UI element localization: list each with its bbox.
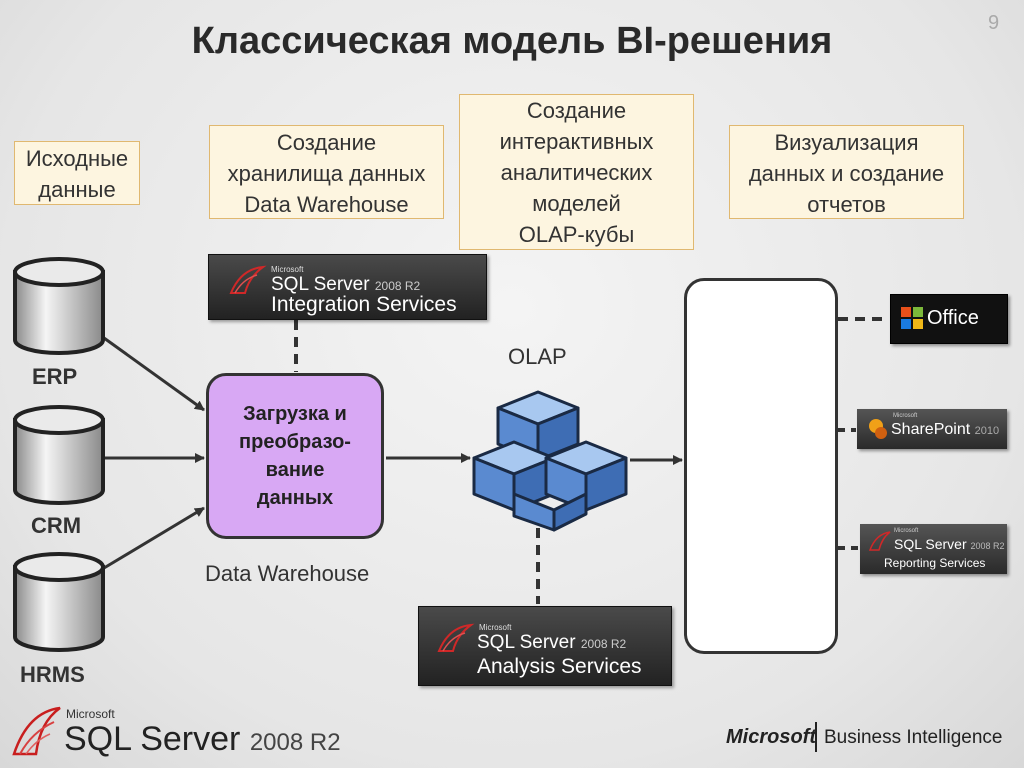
stage-line: данные [38, 177, 116, 202]
footer-microsoft-label: Microsoft [66, 707, 115, 721]
etl-line: данных [256, 487, 334, 509]
stage-line: Создание [276, 130, 377, 155]
stage-line: данных и создание [748, 161, 945, 186]
analysis-services-banner: Microsoft SQL Server 2008 R2 Analysis Se… [418, 606, 672, 686]
sharepoint-badge: Microsoft SharePoint 2010 [857, 409, 1007, 449]
stage-olap-models: Создание интерактивных аналитических мод… [459, 94, 694, 250]
office-logo-icon [901, 307, 923, 329]
hrms-database-icon [13, 552, 105, 652]
microsoft-label: Microsoft [893, 413, 918, 419]
stage-line: аналитических [500, 160, 653, 185]
product-label: SQL Server [271, 274, 370, 295]
product-name: SQL Server 2008 R2 [271, 274, 420, 296]
stage-line: интерактивных [499, 129, 654, 154]
arrow-erp [103, 336, 205, 412]
stage-line: Создание [526, 98, 627, 123]
visualization-panel [684, 278, 838, 654]
sharepoint-label: SharePoint 2010 [891, 421, 999, 439]
integration-services-label: Integration Services [271, 293, 457, 316]
microsoft-label: Microsoft [479, 623, 512, 632]
footer-microsoft-brand: Microsoft [726, 726, 816, 748]
integration-services-banner: Microsoft SQL Server 2008 R2 Integration… [208, 254, 487, 320]
analysis-services-label: Analysis Services [477, 655, 642, 678]
etl-box: Загрузка и преобразо- вание данных [206, 373, 384, 539]
product-version: 2008 R2 [580, 637, 627, 651]
footer-product: SQL Server 2008 R2 [64, 720, 341, 759]
data-warehouse-caption: Data Warehouse [205, 561, 370, 586]
sql-server-logo-icon [437, 623, 475, 652]
sharepoint-version: 2010 [974, 425, 1000, 437]
footer-divider [815, 722, 817, 752]
sql-server-footer-logo-icon [12, 706, 61, 756]
etl-line: вание [265, 459, 325, 481]
crm-database-icon [13, 405, 105, 505]
stage-line: Визуализация [774, 130, 919, 155]
olap-caption: OLAP [508, 344, 567, 369]
stage-line: отчетов [807, 192, 886, 217]
product-name: SQL Server 2008 R2 [894, 536, 1005, 552]
sharepoint-logo-icon [869, 419, 887, 439]
sql-server-logo-icon [868, 531, 891, 551]
etl-line: преобразо- [239, 431, 351, 453]
olap-cube-icon [472, 390, 628, 532]
footer-product-label: SQL Server [64, 720, 241, 758]
stage-line: моделей [532, 191, 621, 216]
product-label: SQL Server [894, 536, 967, 552]
product-label: SQL Server [477, 632, 576, 653]
erp-label: ERP [32, 364, 78, 389]
erp-database-icon [13, 257, 105, 355]
stage-line: хранилища данных [227, 161, 426, 186]
stage-line: Исходные [25, 146, 129, 171]
product-version: 2008 R2 [374, 279, 421, 293]
arrow-hrms [103, 506, 205, 570]
reporting-services-label: Reporting Services [884, 556, 986, 570]
microsoft-label: Microsoft [894, 528, 919, 534]
stage-data-warehouse: Создание хранилища данных Data Warehouse [209, 125, 444, 219]
microsoft-label: Microsoft [271, 265, 304, 274]
stage-visualization: Визуализация данных и создание отчетов [729, 125, 964, 219]
stage-line: OLAP-кубы [518, 222, 635, 247]
footer-business-intelligence: Business Intelligence [824, 727, 1003, 748]
product-version: 2008 R2 [970, 541, 1005, 551]
stage-line: Data Warehouse [244, 192, 409, 217]
etl-line: Загрузка и [243, 403, 347, 425]
sharepoint-product: SharePoint [891, 421, 971, 438]
reporting-services-badge: Microsoft SQL Server 2008 R2 Reporting S… [860, 524, 1007, 574]
hrms-label: HRMS [20, 662, 85, 687]
office-badge: Office [890, 294, 1008, 344]
source-arrows [103, 336, 205, 570]
footer-product-version: 2008 R2 [249, 729, 341, 756]
sql-server-logo-icon [229, 265, 267, 294]
page-title: Классическая модель BI-решения [191, 20, 833, 62]
crm-label: CRM [31, 513, 82, 538]
page-number: 9 [988, 12, 1000, 34]
product-name: SQL Server 2008 R2 [477, 632, 626, 654]
office-label: Office [927, 307, 979, 329]
stage-source-data: Исходные данные [14, 141, 140, 205]
